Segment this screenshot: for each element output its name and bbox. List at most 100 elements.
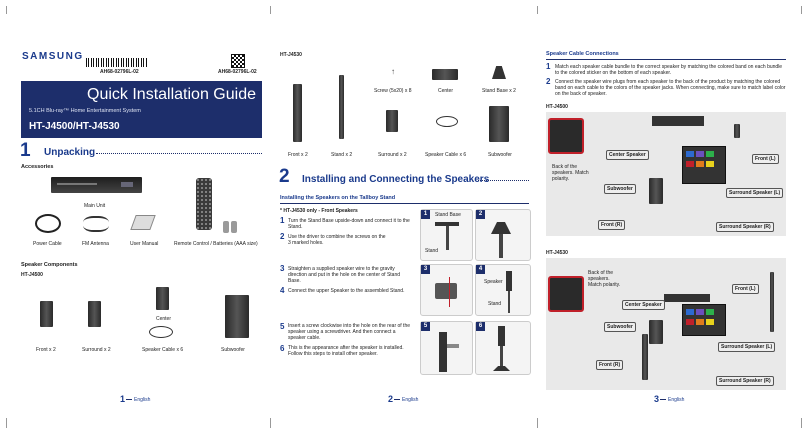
battery-icon bbox=[231, 221, 237, 233]
speaker-cable-image bbox=[149, 326, 173, 338]
main-unit-image bbox=[652, 116, 704, 126]
tallboy-speaker-image bbox=[770, 272, 774, 332]
figure-badge: 3 bbox=[421, 265, 430, 274]
component-label: Subwoofer bbox=[488, 152, 512, 158]
crop-mark bbox=[537, 418, 538, 428]
sub-heading: Installing the Speakers on the Tallboy S… bbox=[280, 195, 396, 201]
figure-step-1: 1 Stand Base Stand bbox=[420, 209, 473, 261]
model-label: HT-J4530 bbox=[546, 250, 568, 256]
figure-step-3: 3 bbox=[420, 264, 473, 316]
figure-step-5: 5 bbox=[420, 321, 473, 375]
battery-icon bbox=[223, 221, 229, 233]
stand-base-label: Stand Base x 2 bbox=[482, 88, 516, 94]
surround-speaker-image bbox=[88, 301, 101, 327]
section-rule bbox=[478, 180, 529, 181]
stand-base-shape bbox=[493, 366, 510, 371]
front-r-label: Front (R) bbox=[598, 220, 626, 230]
user-manual-image bbox=[130, 215, 156, 230]
model-label: HT-J4530 bbox=[280, 52, 302, 58]
footer-dash bbox=[660, 399, 666, 400]
accessory-label: Power Cable bbox=[33, 241, 62, 247]
page-number: 2 bbox=[388, 394, 394, 404]
barcode-text: AH68-02796L-02 bbox=[100, 69, 139, 75]
barcode bbox=[86, 58, 148, 67]
figure-label: Stand bbox=[488, 301, 502, 307]
step-number: 4 bbox=[280, 286, 285, 295]
surround-speaker-image bbox=[386, 110, 398, 132]
step-number: 6 bbox=[280, 344, 285, 353]
model-label: HT-J4500 bbox=[21, 272, 43, 278]
crop-mark bbox=[270, 418, 271, 428]
guide-title: Quick Installation Guide bbox=[87, 86, 256, 103]
cable-shape bbox=[449, 277, 450, 307]
stand-base-shape bbox=[435, 283, 457, 299]
subwoofer-image bbox=[225, 295, 249, 338]
figure-badge: 6 bbox=[476, 322, 485, 331]
front-speaker-image bbox=[734, 124, 740, 138]
remote-control-image bbox=[196, 178, 212, 230]
crop-mark bbox=[801, 418, 802, 428]
step-text: Connect the speaker wire plugs from each… bbox=[555, 79, 786, 97]
speaker-components-heading: Speaker Components bbox=[21, 262, 78, 268]
step-text: Straighten a supplied speaker wire to th… bbox=[288, 266, 401, 284]
speaker-jack-panel bbox=[682, 304, 726, 336]
speaker-shape bbox=[506, 271, 512, 291]
speaker-shape bbox=[498, 326, 505, 346]
subwoofer-label: Subwoofer bbox=[604, 322, 636, 332]
footer-language: English bbox=[402, 397, 419, 403]
step-text: Use the driver to combine the screws on … bbox=[288, 234, 386, 246]
center-speaker-image bbox=[156, 287, 169, 310]
section-heading: Speaker Cable Connections bbox=[546, 51, 619, 57]
step-text: Match each speaker cable bundle to the c… bbox=[555, 64, 783, 76]
center-speaker-image bbox=[432, 69, 458, 80]
speaker-jack-panel bbox=[682, 146, 726, 184]
heading-rule bbox=[546, 59, 786, 60]
surround-r-label: Surround Speaker (R) bbox=[716, 222, 774, 232]
center-speaker-label: Center Speaker bbox=[622, 300, 665, 310]
stand-shape bbox=[499, 234, 503, 258]
connection-diagram-j4530: Back of the speakers. Match polarity. Ce… bbox=[546, 258, 786, 390]
stand-shape bbox=[500, 346, 503, 366]
stand-base-image bbox=[492, 66, 506, 79]
connection-diagram-j4500: Back of the speakers. Match polarity. Ce… bbox=[546, 112, 786, 236]
brand-logo: SAMSUNG bbox=[22, 51, 84, 62]
component-label: Surround x 2 bbox=[378, 152, 407, 158]
speaker-back-image bbox=[548, 276, 584, 312]
accessory-label: User Manual bbox=[130, 241, 159, 247]
screw-icon: ↑ bbox=[391, 67, 395, 76]
model-label: HT-J4500 bbox=[546, 104, 568, 110]
tallboy-speaker-image bbox=[642, 334, 648, 380]
step-number: 2 bbox=[546, 77, 551, 86]
surround-l-label: Surround Speaker (L) bbox=[726, 188, 784, 198]
crop-mark bbox=[801, 6, 802, 14]
step-text: Connect the upper Speaker to the assembl… bbox=[288, 288, 405, 294]
center-label: Center bbox=[156, 316, 172, 322]
main-unit-image bbox=[664, 294, 710, 302]
component-label: Subwoofer bbox=[221, 347, 245, 353]
component-label: Stand x 2 bbox=[331, 152, 353, 158]
accessory-label: FM Antenna bbox=[82, 241, 109, 247]
qr-code bbox=[231, 54, 245, 68]
component-label: Speaker Cable x 6 bbox=[142, 347, 184, 353]
back-note: Back of the speakers. Match polarity. bbox=[588, 270, 621, 288]
screwdriver-shape bbox=[447, 344, 459, 348]
step-text: Insert a screw clockwise into the hole o… bbox=[288, 323, 411, 341]
subwoofer-image bbox=[649, 178, 663, 204]
figure-step-6: 6 bbox=[475, 321, 531, 375]
surround-l-label: Surround Speaker (L) bbox=[718, 342, 776, 352]
barcode-text: AH68-02796L-02 bbox=[218, 69, 257, 75]
page-number: 1 bbox=[120, 394, 126, 404]
crop-mark bbox=[6, 6, 7, 14]
component-label: Surround x 2 bbox=[82, 347, 111, 353]
sub-heading-rule bbox=[280, 203, 529, 204]
accessories-heading: Accessories bbox=[21, 164, 54, 170]
title-banner: Quick Installation Guide 5.1CH Blu-ray™ … bbox=[21, 81, 262, 138]
stand-base-shape bbox=[491, 222, 511, 234]
surround-r-label: Surround Speaker (R) bbox=[716, 376, 774, 386]
footer-language: English bbox=[668, 397, 685, 403]
front-r-label: Front (R) bbox=[596, 360, 624, 370]
figure-badge: 4 bbox=[476, 265, 485, 274]
step-number: 5 bbox=[280, 322, 285, 331]
step-number: 1 bbox=[280, 216, 285, 225]
component-label: Front x 2 bbox=[36, 347, 56, 353]
